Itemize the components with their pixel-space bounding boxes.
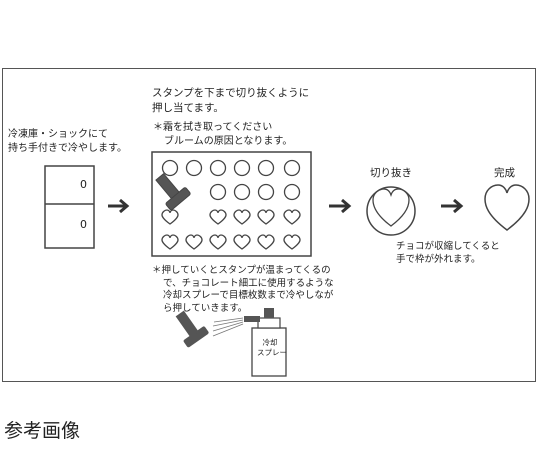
- heart-stamp: [185, 234, 203, 250]
- step3-title: 切り抜き: [370, 167, 412, 179]
- circle-stamp: [161, 159, 179, 177]
- step1-line-1: 冷凍庫・ショックにて: [8, 129, 108, 140]
- spray-lines: [212, 317, 244, 337]
- diagram-frame: [2, 68, 536, 382]
- step4-title: 完成: [494, 167, 515, 179]
- circle-stamp: [233, 159, 251, 177]
- image-caption: 参考画像: [4, 420, 81, 442]
- step2-note-line-2: ブルームの原因となります。: [164, 136, 293, 147]
- step2-note-line-1: ＊霜を拭き取ってください: [153, 122, 273, 133]
- heart-stamp: [233, 234, 251, 250]
- step4-note-line-2: 手で枠が外れます。: [396, 253, 481, 265]
- warning-line-3: 冷却スプレーで目標枚数まで冷やしなが: [163, 290, 334, 301]
- heart-stamp: [283, 209, 301, 225]
- cutout-stamp-icon: [366, 186, 416, 236]
- heart-stamp: [283, 234, 301, 250]
- warning-text: ＊押していくとスタンプが温まってくるの で、チョコレート細工に使用するような 冷…: [152, 265, 334, 315]
- heart-stamp: [257, 234, 275, 250]
- heart-stamp: [233, 209, 251, 225]
- circle-stamp: [257, 159, 275, 177]
- step1-text: 冷凍庫・ショックにて 持ち手付きで冷やします。: [8, 128, 127, 156]
- heart-stamp: [161, 209, 179, 225]
- heart-stamp: [161, 234, 179, 250]
- step2-heading: スタンプを下まで切り抜くように 押し当てます。: [152, 86, 309, 116]
- freezer-upper-mark: 0: [80, 178, 87, 191]
- circle-stamp: [283, 159, 301, 177]
- step2-note: ＊霜を拭き取ってください ブルームの原因となります。: [153, 121, 292, 149]
- arrow-2: [329, 198, 352, 214]
- heart-stamp: [209, 234, 227, 250]
- step1-line-2: 持ち手付きで冷やします。: [8, 143, 127, 154]
- step2-heading-line-1: スタンプを下まで切り抜くように: [152, 87, 310, 99]
- heart-stamp: [257, 209, 275, 225]
- arrow-1: [108, 198, 130, 214]
- circle-stamp: [283, 183, 301, 201]
- arrow-3: [441, 198, 464, 214]
- warning-line-1: ＊押していくとスタンプが温まってくるの: [152, 265, 331, 276]
- spray-can-label: 冷却 スプレー: [257, 338, 287, 358]
- circle-stamp: [185, 159, 203, 177]
- circle-stamp: [209, 183, 227, 201]
- warning-line-4: ら押していきます。: [163, 302, 248, 314]
- stamp-handle-icon: [155, 172, 191, 211]
- spray-label-line-1: 冷却: [262, 338, 278, 347]
- circle-stamp: [233, 183, 251, 201]
- spray-stamp-icon: [175, 310, 209, 348]
- freezer-lower-mark: 0: [80, 218, 87, 231]
- spray-label-line-2: スプレー: [257, 348, 287, 357]
- step2-heading-line-2: 押し当てます。: [152, 102, 224, 114]
- freezer-icon: [44, 165, 95, 249]
- circle-stamp: [257, 183, 275, 201]
- circle-stamp: [209, 159, 227, 177]
- warning-line-2: で、チョコレート細工に使用するような: [163, 277, 334, 289]
- step4-note-line-1: チョコが収縮してくると: [396, 241, 500, 252]
- finished-heart-icon: [484, 184, 530, 231]
- spray-can-icon: [244, 308, 287, 377]
- step4-note: チョコが収縮してくると 手で枠が外れます。: [396, 241, 500, 266]
- heart-stamp: [209, 209, 227, 225]
